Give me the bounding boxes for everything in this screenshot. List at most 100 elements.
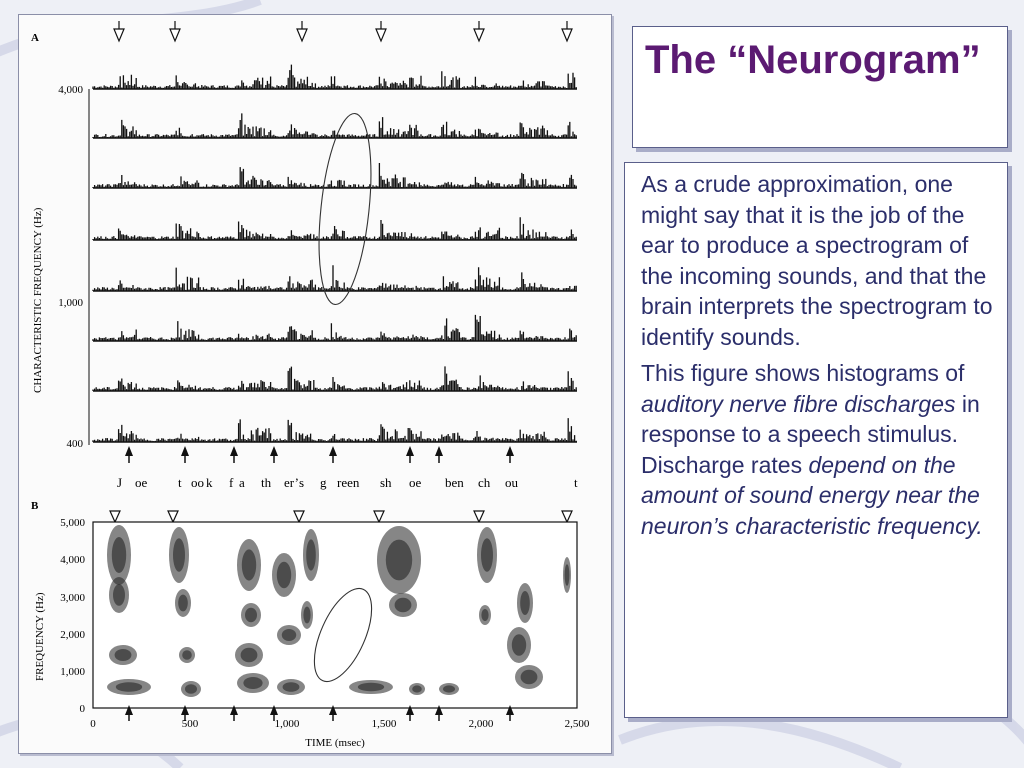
slide-title: The “Neurogram”: [645, 38, 981, 82]
onset-arrow: [329, 446, 337, 456]
p2-text-1: This figure shows histograms of: [641, 360, 965, 386]
onset-arrow: [181, 446, 189, 456]
spectrogram-energy-core: [394, 597, 412, 613]
spectrogram-energy-core: [185, 684, 197, 694]
onset-arrow: [406, 446, 414, 456]
panel-b-xtick-label: 0: [90, 718, 96, 730]
onset-arrow-b: [406, 705, 414, 715]
title-box: The “Neurogram”: [632, 26, 1008, 148]
phoneme-label: er’: [284, 475, 299, 490]
spectrogram-energy-core: [240, 647, 258, 663]
panel-a-tick-label: 400: [67, 438, 84, 450]
panel-b-ytick-label: 2,000: [60, 629, 85, 641]
stimulus-arrow: [473, 510, 485, 524]
phoneme-label: s: [299, 475, 304, 490]
onset-arrow-b: [329, 705, 337, 715]
spectrogram-energy-core: [385, 539, 413, 581]
stimulus-arrow: [375, 28, 387, 43]
spectrogram-energy-core: [281, 629, 297, 641]
spectrogram-energy-core: [303, 606, 311, 624]
spectrogram-energy-core: [357, 682, 385, 692]
spectrogram-energy-core: [182, 650, 192, 660]
stimulus-arrow: [293, 510, 305, 524]
phoneme-label: oo: [191, 475, 204, 490]
panel-b-ytick-label: 3,000: [60, 592, 85, 604]
spectrogram-energy-core: [113, 584, 125, 606]
spectrogram-energy-core: [282, 682, 300, 692]
highlight-ellipse-a: [318, 112, 372, 306]
phoneme-label: t: [178, 475, 182, 490]
panel-b-xtick-label: 2,000: [469, 718, 494, 730]
spectrogram-energy-core: [564, 564, 570, 586]
histogram-row: [92, 265, 577, 291]
spectrogram-energy-core: [412, 685, 422, 693]
stimulus-arrow: [167, 510, 179, 524]
spectrogram-energy-core: [481, 538, 493, 572]
panel-b-ytick-label: 1,000: [60, 666, 85, 678]
body-text-box: As a crude approximation, one might say …: [624, 162, 1008, 718]
onset-arrow: [506, 446, 514, 456]
histogram-row: [92, 314, 577, 341]
phoneme-label: k: [206, 475, 213, 490]
panel-b-xtick-label: 1,000: [275, 718, 300, 730]
phoneme-label: g: [320, 475, 327, 490]
spectrogram-energy-core: [443, 685, 455, 693]
spectrogram-energy-core: [243, 677, 263, 689]
panel-a-label: A: [31, 32, 39, 44]
onset-arrow: [230, 446, 238, 456]
spectrogram-energy-core: [276, 561, 292, 589]
paragraph-1: As a crude approximation, one might say …: [641, 171, 993, 350]
spectrogram-energy-core: [306, 539, 316, 571]
stimulus-arrow: [109, 510, 121, 524]
p2-text-2: in response to a speech stimulus. Discha…: [641, 390, 980, 478]
histogram-row: [92, 418, 577, 442]
phoneme-label: t: [574, 475, 578, 490]
panel-a-ylabel: CHARACTERISTIC FREQUENCY (Hz): [32, 207, 44, 393]
panel-b-ytick-label: 4,000: [60, 554, 85, 566]
stimulus-arrow: [561, 28, 573, 43]
spectrogram-energy-core: [178, 594, 188, 612]
panel-a-tick-label: 4,000: [58, 84, 83, 96]
panel-a-tick-label: 1,000: [58, 297, 83, 309]
phoneme-label: ben: [445, 475, 464, 490]
spectrogram-energy-core: [520, 669, 538, 685]
onset-arrow: [125, 446, 133, 456]
phoneme-label: J: [117, 475, 122, 490]
histogram-row: [92, 217, 577, 240]
p2-italic-2: depend on the amount of sound energy nea…: [641, 451, 983, 539]
onset-arrow: [435, 446, 443, 456]
panel-b-xtick-label: 2,500: [565, 718, 590, 730]
panel-b-xtick-label: 500: [182, 718, 199, 730]
phoneme-label: f: [229, 475, 234, 490]
spectrogram-energy-core: [173, 538, 185, 572]
phoneme-label: reen: [337, 475, 360, 490]
phoneme-label: th: [261, 475, 272, 490]
panel-b-xlabel: TIME (msec): [305, 737, 365, 749]
highlight-ellipse-b: [313, 587, 373, 683]
onset-arrow-b: [435, 705, 443, 715]
phoneme-label: oe: [409, 475, 422, 490]
spectrogram-energy-core: [481, 609, 489, 621]
panel-b-ytick-label: 0: [80, 703, 86, 715]
panel-b-ytick-label: 5,000: [60, 517, 85, 529]
spectrogram-energy-core: [241, 549, 257, 581]
spectrogram-energy-core: [114, 649, 132, 661]
onset-arrow: [270, 446, 278, 456]
phoneme-label: ou: [505, 475, 519, 490]
neurogram-figure: A 4,000 1,000 400 CHARACTERISTIC FREQUENCY (…: [18, 14, 612, 754]
phoneme-label: ch: [478, 475, 491, 490]
panel-b-ylabel: FREQUENCY (Hz): [34, 592, 46, 681]
phoneme-label: a: [239, 475, 245, 490]
spectrogram-energy-core: [111, 537, 127, 573]
histogram-row: [92, 64, 577, 89]
spectrogram-energy-core: [520, 591, 530, 615]
histogram-row: [92, 366, 577, 391]
onset-arrow-b: [181, 705, 189, 715]
histogram-row: [92, 113, 577, 138]
paragraph-2: This figure shows histograms of auditory…: [641, 358, 997, 541]
onset-arrow-b: [230, 705, 238, 715]
onset-arrow-b: [125, 705, 133, 715]
onset-arrow-b: [506, 705, 514, 715]
spectrogram-energy-core: [245, 607, 257, 623]
onset-arrow-b: [270, 705, 278, 715]
